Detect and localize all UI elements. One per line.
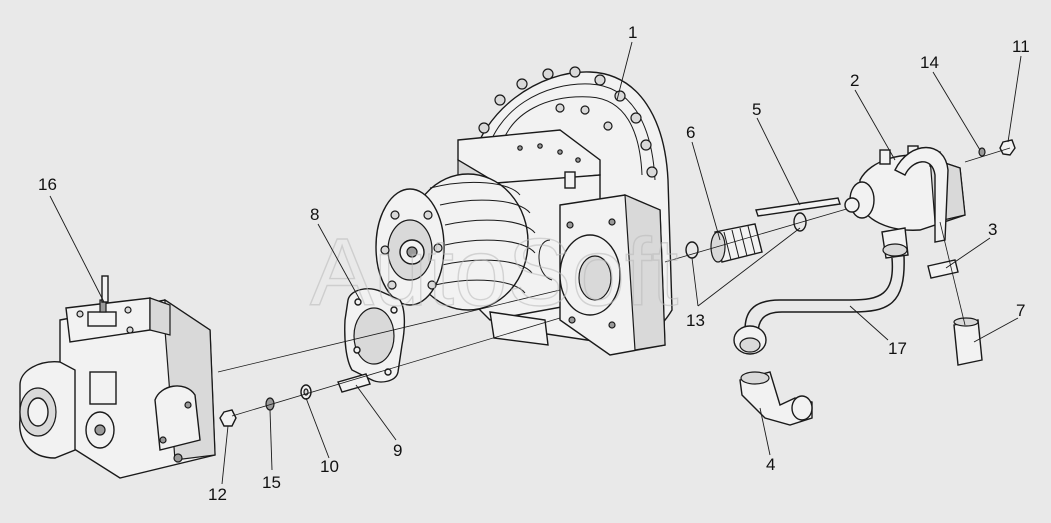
callout-6: 6 [686,123,695,142]
callout-12: 12 [208,485,227,504]
part-14-o-ring [978,147,986,157]
part-9-pin [337,373,371,393]
callout-16: 16 [38,175,57,194]
callout-2: 2 [850,71,859,90]
part-7-plug [953,317,983,366]
part-5-shaft [755,197,841,217]
callout-5: 5 [752,100,761,119]
callout-9: 9 [393,441,402,460]
callout-10: 10 [320,457,339,476]
part-10-washer [300,384,312,400]
part-2-valve-block [844,145,966,259]
callout-15: 15 [262,473,281,492]
callout-11: 11 [1012,37,1030,56]
callout-4: 4 [766,455,775,474]
part-6-splined-coupling [710,223,763,263]
leader-lines [49,41,1022,485]
callout-17: 17 [888,339,907,358]
callout-3: 3 [988,220,997,239]
part-12-nut [219,409,237,427]
part-4-elbow-fitting [739,371,813,426]
part-11-cap-nut [999,139,1016,156]
callout-13: 13 [686,311,705,330]
part-8-gasket [344,288,406,383]
part-16-hydraulic-pump [19,275,216,479]
watermark-text: AutoSoft [310,219,678,326]
callout-1: 1 [628,23,637,42]
part-17-pipe [733,255,905,355]
part-1-gearbox-housing [375,66,673,356]
callout-labels: 1 2 3 4 5 6 7 8 9 10 11 12 13 14 15 16 1… [38,23,1030,504]
callout-8: 8 [310,205,319,224]
callout-14: 14 [920,53,939,72]
callout-7: 7 [1016,301,1025,320]
flange-bolts [478,66,658,178]
